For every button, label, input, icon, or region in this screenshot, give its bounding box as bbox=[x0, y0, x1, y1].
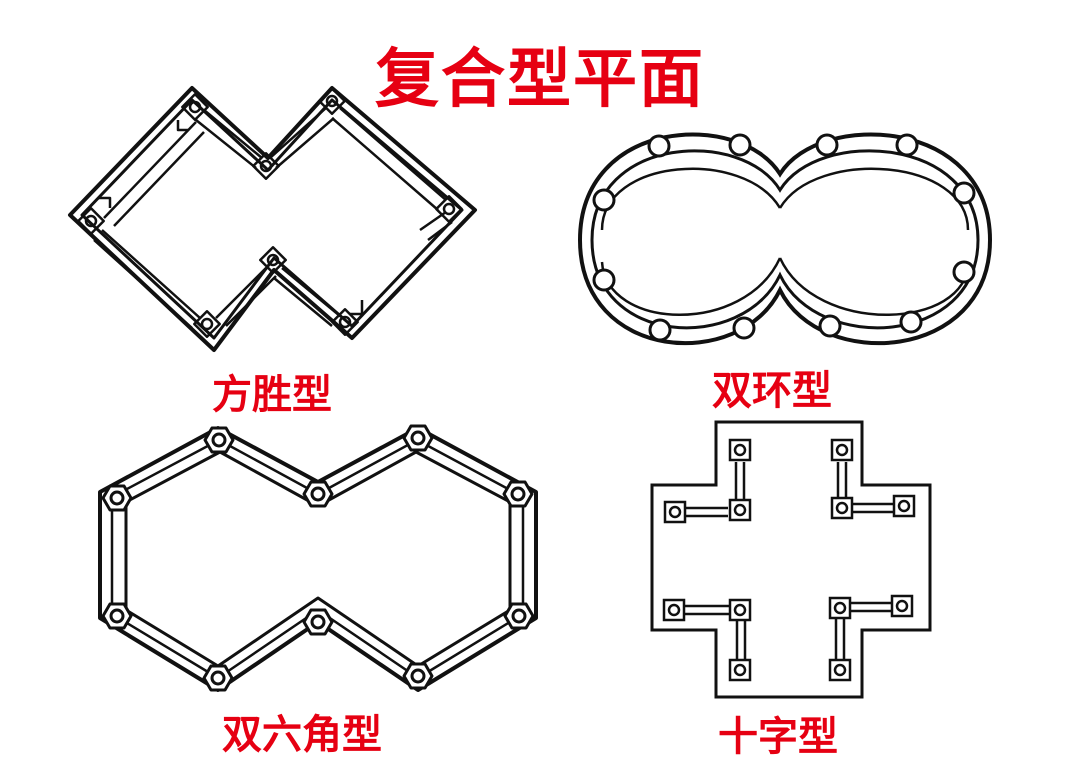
shuanghuan-label: 双环型 bbox=[712, 368, 832, 414]
shizi-outer-wall bbox=[650, 420, 932, 699]
shizi-columns bbox=[662, 438, 916, 682]
shizi-corridors bbox=[683, 462, 898, 660]
shuanghuan-outer-wall bbox=[577, 132, 993, 345]
shuangliujiao-outer-wall bbox=[98, 426, 538, 692]
shuangliujiao-columns bbox=[101, 424, 535, 692]
shizi-label: 十字型 bbox=[718, 714, 838, 760]
shuanghuan-corridor-line bbox=[600, 167, 970, 316]
fangsheng-outer-wall bbox=[68, 86, 477, 352]
shizi-plan-diagram bbox=[650, 420, 932, 699]
shuanghuan-columns bbox=[592, 133, 976, 342]
fangsheng-corridors bbox=[93, 107, 453, 329]
shuanghuan-inner-wall bbox=[590, 149, 980, 330]
fangsheng-plan-diagram bbox=[68, 86, 477, 352]
page-title: 复合型平面 bbox=[375, 43, 705, 117]
fangsheng-inner-wall bbox=[80, 98, 464, 340]
shuanghuan-plan-diagram bbox=[577, 132, 993, 345]
shuangliujiao-plan-diagram bbox=[98, 424, 538, 692]
shuangliujiao-label: 双六角型 bbox=[222, 712, 382, 758]
fangsheng-label: 方胜型 bbox=[212, 372, 332, 418]
fangsheng-columns bbox=[77, 87, 463, 338]
